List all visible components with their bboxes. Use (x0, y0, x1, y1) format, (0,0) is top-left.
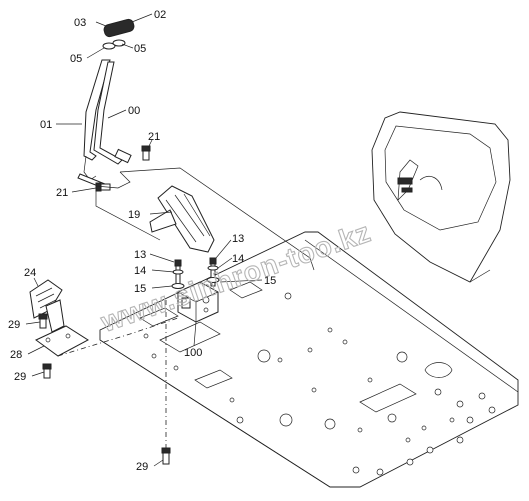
label-03: 03 (74, 17, 86, 29)
bolt-29-floor (161, 447, 171, 465)
fastener-stack-right (206, 257, 220, 287)
floor-plate (99, 231, 519, 488)
label-15-right: 15 (264, 275, 276, 287)
label-21-lower: 21 (56, 187, 68, 199)
label-24: 24 (24, 267, 36, 279)
valve-100 (177, 281, 219, 323)
cab-outline (371, 111, 511, 283)
label-01: 01 (40, 119, 52, 131)
label-13-right: 13 (232, 233, 244, 245)
pedal-19 (149, 185, 215, 253)
label-21-upper: 21 (148, 131, 160, 143)
label-14-right: 14 (232, 253, 244, 265)
pedal-24 (29, 279, 65, 333)
label-05-left: 05 (70, 53, 82, 65)
label-29-floor: 29 (136, 461, 148, 473)
lever-assembly (77, 18, 135, 191)
bracket-28 (35, 325, 89, 357)
label-05-right: 05 (134, 43, 146, 55)
fastener-stack-left (171, 259, 185, 289)
label-28: 28 (10, 349, 22, 361)
label-29-left: 29 (8, 319, 20, 331)
label-100: 100 (184, 347, 202, 359)
bolt-21-upper (141, 145, 151, 161)
bolt-29-left (38, 313, 48, 329)
label-29-bottom: 29 (14, 371, 26, 383)
reference-outline (95, 167, 315, 271)
centerlines (57, 300, 179, 448)
leader-lines (25, 13, 263, 467)
label-15-left: 15 (134, 283, 146, 295)
part-labels: 03 02 05 05 00 01 21 21 19 13 13 14 14 1… (8, 9, 276, 473)
label-19: 19 (128, 209, 140, 221)
label-00: 00 (128, 105, 140, 117)
label-02: 02 (154, 9, 166, 21)
label-14-left: 14 (134, 265, 146, 277)
bolt-29-bottom (42, 363, 52, 379)
label-13-left: 13 (134, 249, 146, 261)
